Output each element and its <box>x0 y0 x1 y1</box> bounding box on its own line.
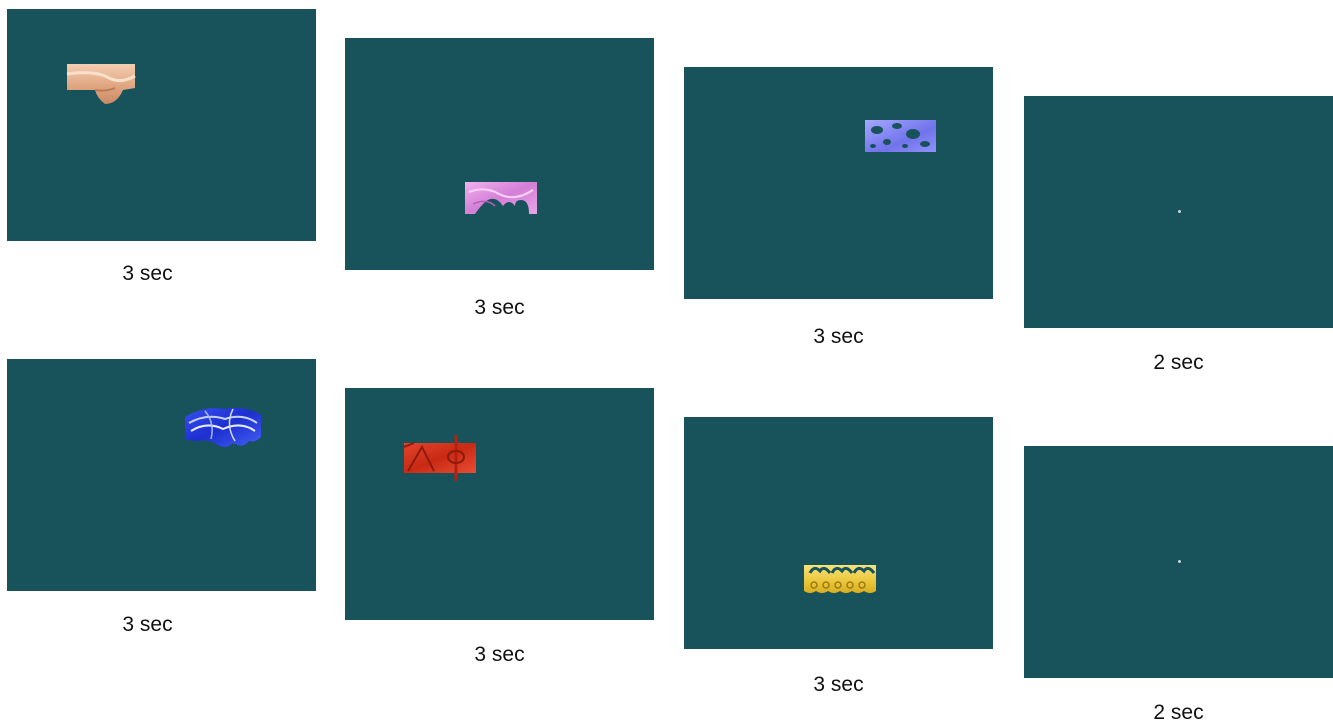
duration-label: 3 sec <box>0 613 302 637</box>
pink-marbled-shape <box>465 182 537 214</box>
stimulus-screen-3 <box>684 67 993 299</box>
periwinkle-spotted-shape <box>865 120 936 152</box>
duration-label: 3 sec <box>345 296 654 320</box>
fixation-dot <box>1178 560 1181 563</box>
duration-label: 3 sec <box>684 325 993 349</box>
stimulus-screen-7 <box>684 417 993 649</box>
fixation-dot <box>1178 210 1181 213</box>
duration-label: 2 sec <box>1024 701 1333 725</box>
stimulus-screen-1 <box>7 9 316 241</box>
duration-label: 3 sec <box>0 262 302 286</box>
blue-swirled-shape <box>185 403 261 451</box>
duration-label: 3 sec <box>345 643 654 667</box>
red-pierced-shape <box>404 435 476 481</box>
duration-label: 2 sec <box>1024 351 1333 375</box>
stimulus-screen-6 <box>345 388 654 620</box>
yellow-crown-shape <box>804 561 876 597</box>
stimulus-screen-5 <box>7 359 316 591</box>
duration-label: 3 sec <box>684 673 993 697</box>
fixation-screen-1 <box>1024 96 1333 328</box>
stimulus-screen-2 <box>345 38 654 270</box>
fixation-screen-2 <box>1024 446 1333 678</box>
peach-folded-shape <box>65 62 137 106</box>
